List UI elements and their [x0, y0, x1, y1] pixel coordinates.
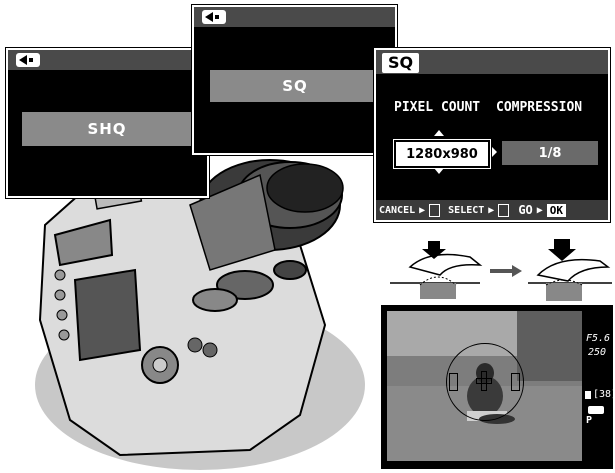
left-key-icon: ▶: [419, 204, 426, 216]
select-label: SELECT: [448, 204, 485, 216]
go-label: GO: [518, 203, 533, 217]
shooting-mode: P: [586, 415, 593, 426]
right-arrow-icon: [492, 147, 497, 157]
cancel-label: CANCEL: [379, 204, 416, 216]
menu-option-shq[interactable]: SHQ: [22, 112, 192, 146]
up-arrow-icon: [434, 130, 444, 136]
shutter-half-press-diagram: [390, 239, 612, 301]
screen-header: SQ: [376, 50, 608, 74]
updown-key-icon: ▶: [488, 204, 495, 216]
compression-label: COMPRESSION: [496, 100, 583, 115]
camera-illustration: [35, 159, 365, 470]
card-icon: [585, 391, 591, 399]
back-arrow-icon: [16, 53, 40, 67]
button-guide-bar: CANCEL ▶ SELECT ▶ GO ▶ OK: [376, 200, 608, 220]
back-arrow-icon: [202, 10, 226, 24]
ok-button-label: OK: [546, 203, 567, 217]
af-frame-center: [476, 371, 492, 391]
menu-option-sq[interactable]: SQ: [210, 70, 380, 102]
aperture-value: F5.6: [586, 333, 611, 344]
shutter-speed-value: 250: [588, 347, 607, 358]
battery-icon: [588, 406, 604, 414]
screen-title: SQ: [382, 53, 420, 73]
go-arrow-icon: ▶: [536, 204, 543, 216]
scene-illustration: [387, 311, 582, 461]
updown-button-icon: [498, 203, 510, 217]
menu-screen-sq: SQ: [191, 4, 398, 156]
down-arrow-icon: [434, 168, 444, 174]
viewfinder-display: F5.6 250 [38] P: [381, 305, 615, 469]
screen-header: [8, 50, 207, 70]
pixel-count-label: PIXEL COUNT: [394, 100, 481, 115]
screen-header: [194, 7, 395, 27]
menu-screen-shq: SHQ: [5, 47, 210, 199]
compression-value[interactable]: 1/8: [502, 141, 598, 165]
af-frame-left: [449, 373, 458, 391]
viewfinder-photo: [387, 311, 582, 461]
menu-screen-sq-detail: SQ PIXEL COUNT COMPRESSION 1280x980 1/8 …: [373, 47, 611, 223]
left-button-icon: [429, 203, 441, 217]
remaining-frames: [38]: [593, 389, 615, 400]
af-frame-right: [511, 373, 520, 391]
pixel-count-value[interactable]: 1280x980: [393, 139, 491, 169]
af-circle: [446, 343, 524, 421]
